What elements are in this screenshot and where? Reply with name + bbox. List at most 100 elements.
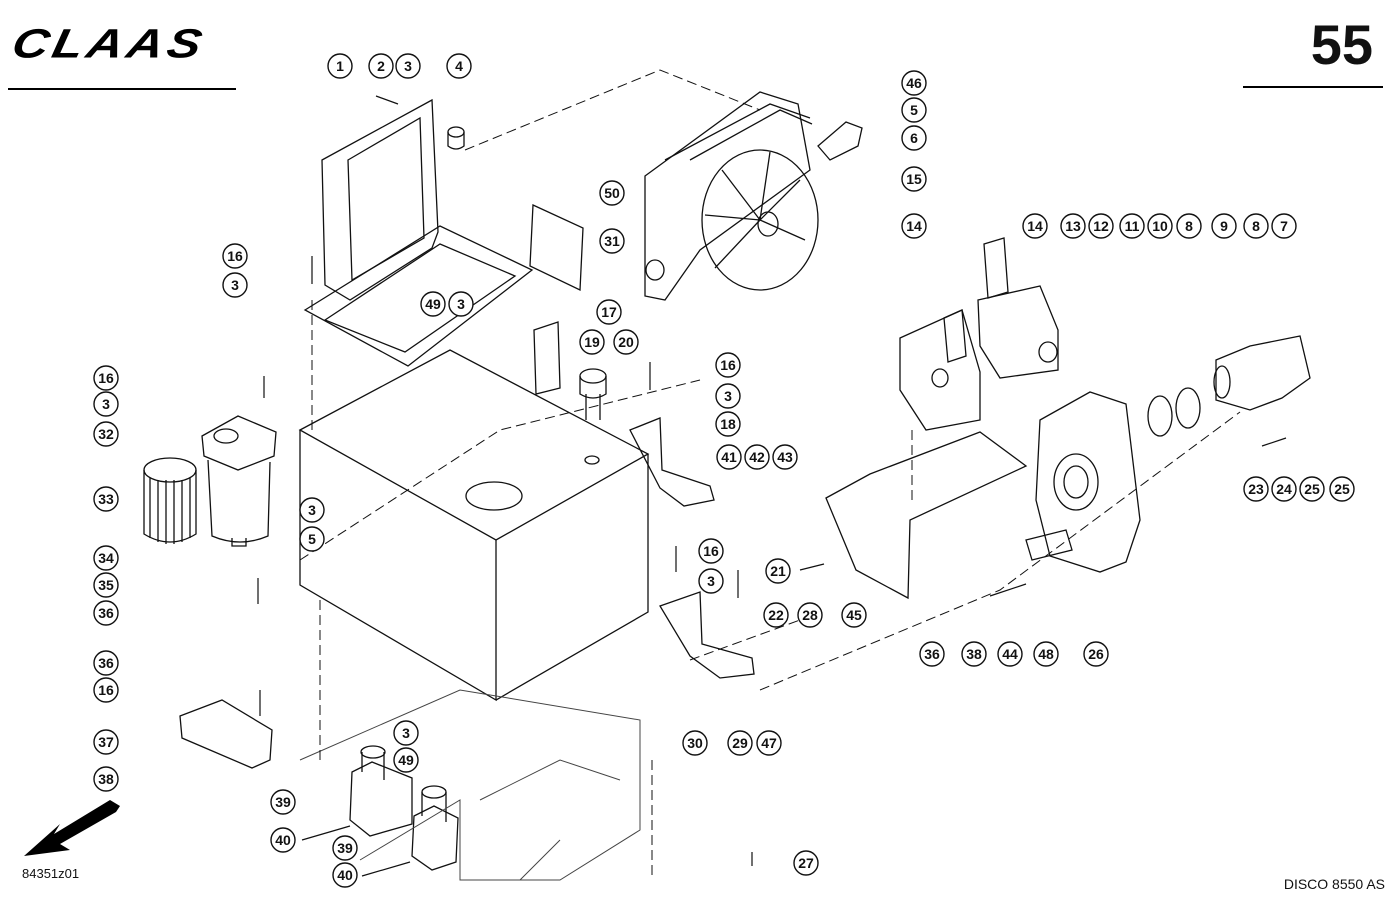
callout-21: 21 bbox=[765, 558, 791, 584]
callout-17: 17 bbox=[596, 299, 622, 325]
callout-circle bbox=[1243, 476, 1269, 502]
callout-circle bbox=[763, 602, 789, 628]
callout-label: 25 bbox=[1304, 481, 1320, 497]
callout-38: 38 bbox=[961, 641, 987, 667]
callout-circle bbox=[599, 180, 625, 206]
callout-circle bbox=[93, 572, 119, 598]
callout-circle bbox=[772, 444, 798, 470]
callout-40: 40 bbox=[270, 827, 296, 853]
callout-label: 28 bbox=[802, 607, 818, 623]
callout-circle bbox=[299, 526, 325, 552]
callout-label: 30 bbox=[687, 735, 703, 751]
callout-label: 38 bbox=[98, 771, 114, 787]
callout-circle bbox=[393, 747, 419, 773]
callout-5: 5 bbox=[299, 526, 325, 552]
callout-label: 50 bbox=[604, 185, 620, 201]
callout-label: 46 bbox=[906, 75, 922, 91]
callout-circle bbox=[222, 272, 248, 298]
callout-circle bbox=[579, 329, 605, 355]
callout-circle bbox=[716, 444, 742, 470]
callout-label: 10 bbox=[1152, 218, 1168, 234]
callout-circle bbox=[901, 125, 927, 151]
callout-circle bbox=[1329, 476, 1355, 502]
callout-label: 3 bbox=[308, 502, 316, 518]
callout-label: 44 bbox=[1002, 646, 1018, 662]
callout-circle bbox=[715, 352, 741, 378]
callout-47: 47 bbox=[756, 730, 782, 756]
callout-46: 46 bbox=[901, 70, 927, 96]
header-rule-left bbox=[8, 88, 236, 90]
callout-label: 42 bbox=[749, 449, 765, 465]
valve-37-part bbox=[179, 699, 273, 769]
frame-structure-part bbox=[299, 689, 641, 881]
callout-circle bbox=[1243, 213, 1269, 239]
callout-26: 26 bbox=[1083, 641, 1109, 667]
callout-circle bbox=[715, 411, 741, 437]
callout-circle bbox=[93, 545, 119, 571]
callout-24: 24 bbox=[1271, 476, 1297, 502]
callout-label: 9 bbox=[1220, 218, 1228, 234]
callout-circle bbox=[93, 677, 119, 703]
callout-circle bbox=[446, 53, 472, 79]
callout-label: 16 bbox=[98, 370, 114, 386]
callout-36: 36 bbox=[93, 600, 119, 626]
bracket-18-part bbox=[629, 417, 715, 507]
callout-34: 34 bbox=[93, 545, 119, 571]
callout-label: 35 bbox=[98, 577, 114, 593]
callout-label: 41 bbox=[721, 449, 737, 465]
callout-16: 16 bbox=[93, 365, 119, 391]
callout-circle bbox=[93, 650, 119, 676]
callout-label: 26 bbox=[1088, 646, 1104, 662]
callout-label: 3 bbox=[457, 296, 465, 312]
filler-cap-part bbox=[579, 368, 607, 420]
callout-circle bbox=[1060, 213, 1086, 239]
callout-14: 14 bbox=[1022, 213, 1048, 239]
page-number: 55 bbox=[1310, 13, 1373, 76]
callout-circle bbox=[270, 827, 296, 853]
callout-30: 30 bbox=[682, 730, 708, 756]
callout-label: 49 bbox=[425, 296, 441, 312]
callout-45: 45 bbox=[841, 602, 867, 628]
callout-label: 16 bbox=[703, 543, 719, 559]
callout-label: 15 bbox=[906, 171, 922, 187]
spacer-4-part bbox=[447, 126, 465, 150]
callout-label: 8 bbox=[1252, 218, 1260, 234]
callout-3: 3 bbox=[395, 53, 421, 79]
callout-33: 33 bbox=[93, 486, 119, 512]
callout-circle bbox=[599, 228, 625, 254]
callout-label: 14 bbox=[906, 218, 922, 234]
callout-label: 39 bbox=[337, 840, 353, 856]
callout-label: 21 bbox=[770, 563, 786, 579]
callout-circle bbox=[393, 720, 419, 746]
callout-3: 3 bbox=[698, 568, 724, 594]
callout-circle bbox=[395, 53, 421, 79]
callout-circle bbox=[793, 850, 819, 876]
callout-circle bbox=[270, 789, 296, 815]
valve-block-part bbox=[899, 237, 1059, 431]
callout-circle bbox=[93, 729, 119, 755]
callout-label: 18 bbox=[720, 416, 736, 432]
callout-label: 3 bbox=[402, 725, 410, 741]
callout-circle bbox=[756, 730, 782, 756]
callout-label: 34 bbox=[98, 550, 114, 566]
callout-36: 36 bbox=[919, 641, 945, 667]
callout-39: 39 bbox=[270, 789, 296, 815]
callout-circle bbox=[1299, 476, 1325, 502]
callout-label: 3 bbox=[404, 58, 412, 74]
callout-label: 29 bbox=[732, 735, 748, 751]
callout-label: 24 bbox=[1276, 481, 1292, 497]
callout-label: 1 bbox=[336, 58, 344, 74]
callout-label: 36 bbox=[98, 655, 114, 671]
callout-8: 8 bbox=[1176, 213, 1202, 239]
callout-label: 45 bbox=[846, 607, 862, 623]
callout-label: 5 bbox=[308, 531, 316, 547]
callout-label: 5 bbox=[910, 102, 918, 118]
callout-42: 42 bbox=[744, 444, 770, 470]
callout-label: 40 bbox=[337, 867, 353, 883]
callout-14: 14 bbox=[901, 213, 927, 239]
mounting-plate-part bbox=[303, 98, 534, 367]
callout-48: 48 bbox=[1033, 641, 1059, 667]
motor-39-part bbox=[349, 745, 459, 871]
callout-label: 43 bbox=[777, 449, 793, 465]
